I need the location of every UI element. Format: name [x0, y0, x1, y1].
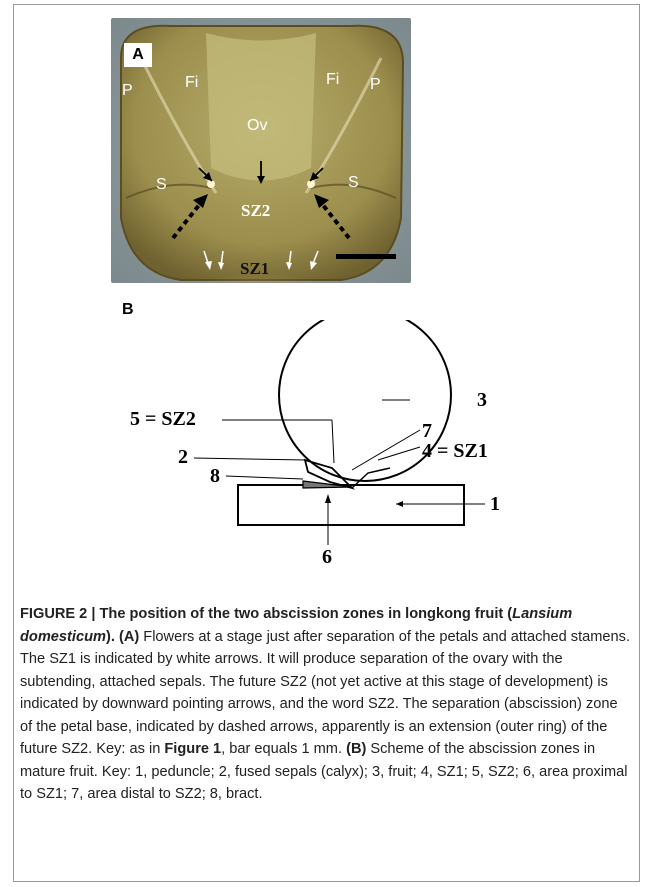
panel-b-letter: B: [122, 301, 134, 319]
label-8: 8: [210, 465, 220, 487]
caption-a-text-end: , bar equals 1 mm.: [221, 741, 346, 757]
label-filament-left: Fi: [185, 74, 198, 92]
abscission-scheme: 3 5 = SZ2 7 2 4 = SZ1 8 1 6: [120, 320, 520, 580]
label-filament-right: Fi: [326, 71, 339, 89]
caption-a-text: Flowers at a stage just after separation…: [20, 629, 630, 758]
caption-title-end: ).: [106, 629, 115, 645]
caption-figure-ref[interactable]: Figure 1: [164, 741, 221, 757]
label-petal-right: P: [370, 76, 381, 94]
caption-title: FIGURE 2 | The position of the two absci…: [20, 606, 512, 622]
label-1: 1: [490, 493, 500, 515]
label-petal-left: P: [122, 82, 133, 100]
flower-micrograph: [111, 18, 411, 283]
caption-a-tag: (A): [119, 629, 139, 645]
label-sepal-right: S: [348, 174, 359, 192]
label-3: 3: [477, 389, 487, 411]
figure-caption: FIGURE 2 | The position of the two absci…: [20, 603, 632, 806]
panel-a-letter: A: [124, 43, 152, 67]
label-sepal-left: S: [156, 176, 167, 194]
label-sz1: SZ1: [240, 259, 269, 279]
caption-b-tag: (B): [346, 741, 366, 757]
label-2: 2: [178, 446, 188, 468]
micrograph-image: [111, 18, 411, 283]
label-sz2: SZ2: [241, 201, 270, 221]
label-6: 6: [322, 546, 332, 568]
label-4-sz1: 4 = SZ1: [422, 440, 488, 462]
label-5-sz2: 5 = SZ2: [130, 408, 196, 430]
label-7: 7: [422, 420, 432, 442]
label-ovary: Ov: [247, 117, 267, 135]
peduncle-rect: [238, 485, 464, 525]
